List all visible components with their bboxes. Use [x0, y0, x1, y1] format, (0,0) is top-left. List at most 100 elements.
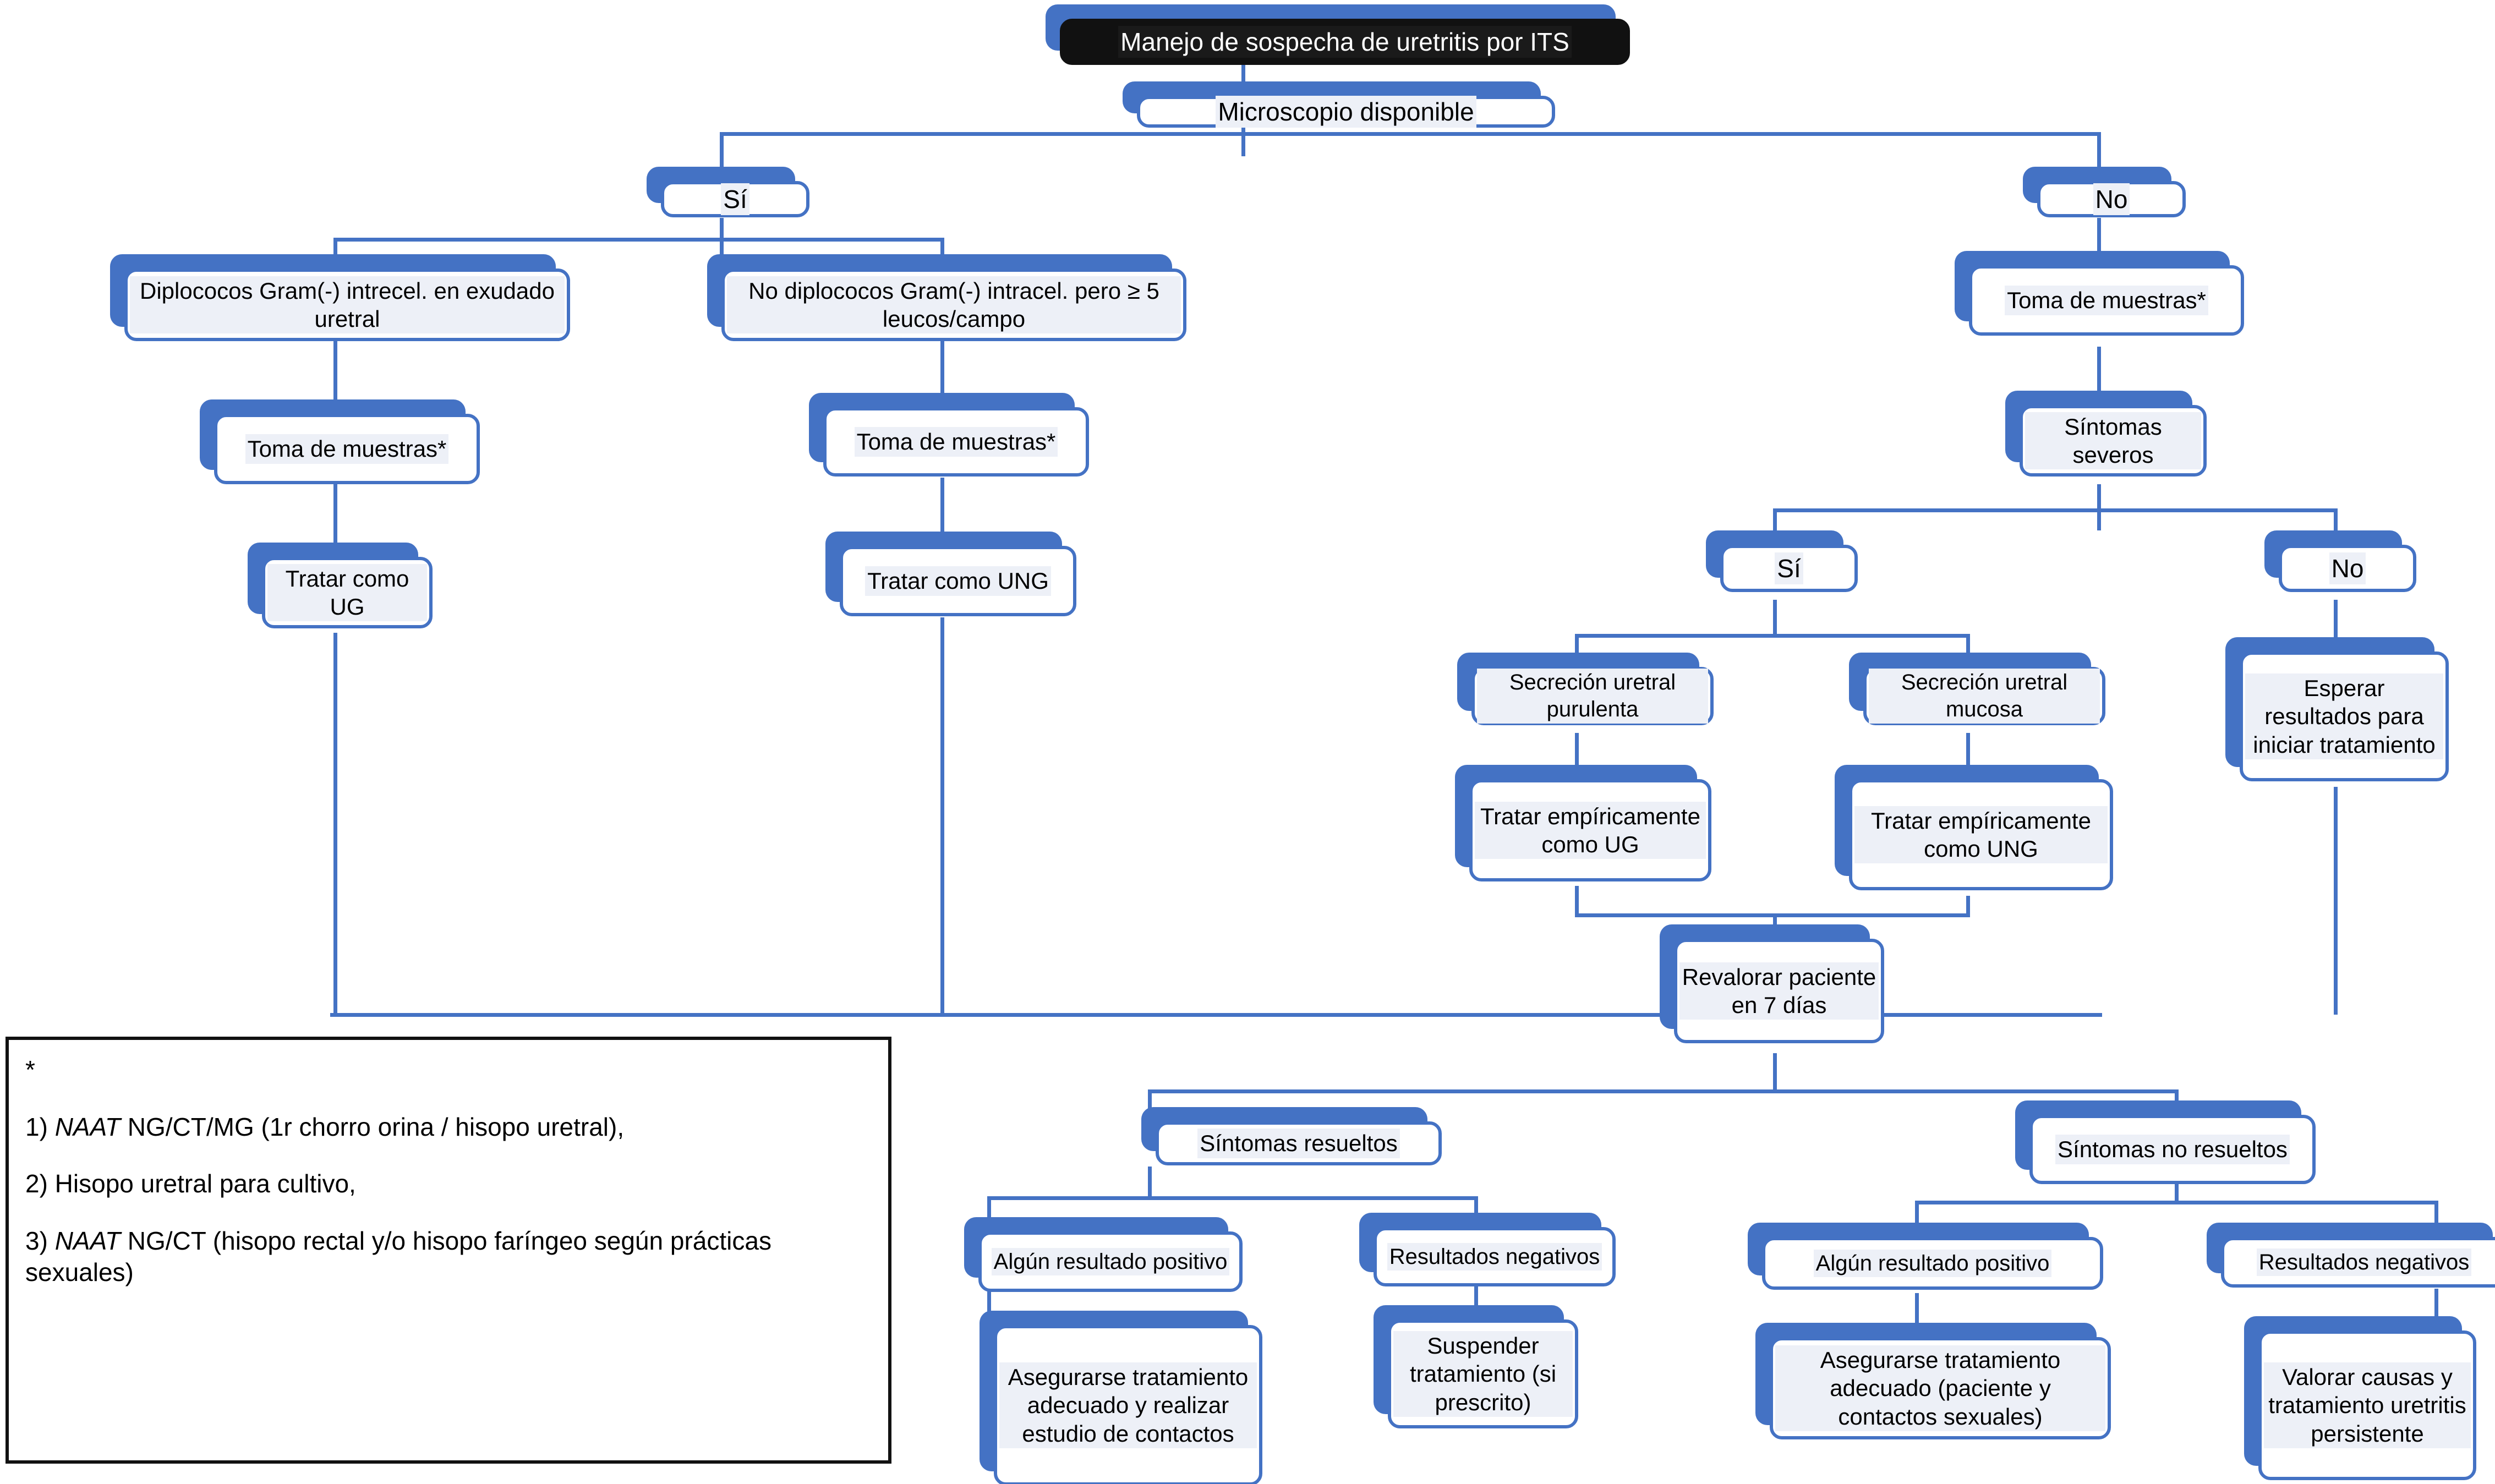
node-label: Algún resultado positivo: [1762, 1237, 2103, 1290]
node-micro-no[interactable]: No: [2023, 167, 2186, 217]
node-label: Secreción uretral mucosa: [1863, 667, 2105, 725]
node-secrecion-mucosa[interactable]: Secreción uretral mucosa: [1849, 653, 2105, 725]
node-resultados-negativos-no-resueltos[interactable]: Resultados negativos: [2207, 1223, 2495, 1288]
node-label: Asegurarse tratamiento adecuado (pacient…: [1770, 1337, 2111, 1439]
connector-mucosa-to-tratar: [1966, 733, 1970, 779]
node-toma-muestras-izquierda[interactable]: Toma de muestras*: [200, 399, 480, 484]
node-algun-resultado-positivo-no-resueltos[interactable]: Algún resultado positivo: [1748, 1223, 2103, 1290]
node-esperar-resultados[interactable]: Esperar resultados para iniciar tratamie…: [2225, 637, 2449, 781]
connector-resueltos-split-bar: [1148, 1089, 2179, 1093]
connector-resueltos-children-bar: [987, 1196, 1477, 1200]
node-diplococos-negativo[interactable]: No diplococos Gram(-) intracel. pero ≥ 5…: [707, 254, 1186, 341]
node-label: Sí: [661, 181, 809, 217]
node-label: Tratar como UG: [262, 557, 433, 628]
node-suspender-tratamiento[interactable]: Suspender tratamiento (si prescrito): [1374, 1305, 1578, 1428]
connector-secrecion-split-bar: [1575, 634, 1970, 638]
connector-diplococosneg-to-toma: [940, 341, 944, 396]
node-secrecion-purulenta[interactable]: Secreción uretral purulenta: [1457, 653, 1714, 725]
node-label: Asegurarse tratamiento adecuado y realiz…: [994, 1325, 1262, 1484]
connector-revalorar-down: [1773, 1053, 1777, 1093]
node-label: Síntomas no resueltos: [2029, 1115, 2316, 1184]
connector-no-to-toma: [2097, 218, 2101, 253]
node-sintomas-severos[interactable]: Síntomas severos: [2005, 391, 2207, 477]
node-tratar-empiricamente-ung[interactable]: Tratar empíricamente como UNG: [1835, 765, 2113, 890]
connector-tratarempung-down: [1966, 896, 1970, 917]
connector-noresueltos-down: [2175, 1172, 2179, 1203]
node-label: Revalorar paciente en 7 días: [1674, 939, 1884, 1043]
legend-item-1-prefix: 1): [25, 1112, 55, 1141]
node-label: Toma de muestras*: [823, 407, 1089, 477]
node-label: Resultados negativos: [2221, 1237, 2495, 1288]
node-label: Esperar resultados para iniciar tratamie…: [2240, 651, 2449, 781]
node-label: Valorar causas y tratamiento uretritis p…: [2258, 1330, 2476, 1480]
connector-root-to-microscopio: [1241, 51, 1245, 87]
connector-severosno-to-esperar: [2334, 600, 2338, 651]
connector-to-purulenta: [1575, 634, 1579, 668]
node-label: Resultados negativos: [1374, 1227, 1616, 1286]
node-label: Secreción uretral purulenta: [1471, 667, 1714, 725]
node-label: Tratar empíricamente como UNG: [1849, 779, 2113, 890]
legend-item-3-rest: NG/CT (hisopo rectal y/o hisopo faríngeo…: [25, 1226, 772, 1287]
node-valorar-causas-uretritis-persistente[interactable]: Valorar causas y tratamiento uretritis p…: [2244, 1316, 2476, 1480]
connector-algunpos-to-asegurarse: [987, 1289, 991, 1319]
node-label: Síntomas resueltos: [1156, 1121, 1442, 1165]
node-label: Diplococos Gram(-) intrecel. en exudado …: [124, 269, 570, 341]
legend-item-2: 2) Hisopo uretral para cultivo,: [25, 1169, 356, 1198]
node-label: Sí: [1720, 545, 1858, 592]
connector-noresneg-to-valorar: [2434, 1289, 2438, 1323]
node-root-title[interactable]: Manejo de sospecha de uretritis por ITS: [1046, 4, 1630, 65]
node-label: Suspender tratamiento (si prescrito): [1388, 1319, 1578, 1428]
node-label: No: [2279, 545, 2416, 592]
node-label: Tratar como UNG: [840, 546, 1076, 616]
node-resultados-negativos-resueltos[interactable]: Resultados negativos: [1359, 1213, 1616, 1286]
footnote-legend-box: * 1) NAAT NG/CT/MG (1r chorro orina / hi…: [6, 1037, 891, 1464]
node-toma-muestras-derecha[interactable]: Toma de muestras*: [1955, 251, 2244, 336]
legend-item-1: 1) NAAT NG/CT/MG (1r chorro orina / hiso…: [25, 1111, 872, 1143]
connector-noresalgunpos-to-asegurarse: [1915, 1293, 1919, 1327]
connector-tratarempug-down: [1575, 886, 1579, 917]
connector-to-severos-no: [2334, 508, 2338, 545]
connector-to-algun-positivo: [987, 1196, 991, 1225]
legend-item-3: 3) NAAT NG/CT (hisopo rectal y/o hisopo …: [25, 1225, 872, 1289]
node-severos-no[interactable]: No: [2264, 530, 2416, 592]
connector-to-no: [2097, 132, 2101, 168]
connector-sintomasseveros-down: [2097, 484, 2101, 530]
connector-microscopio-split-bar: [720, 132, 2101, 136]
node-sintomas-no-resueltos[interactable]: Síntomas no resueltos: [2015, 1100, 2316, 1184]
node-asegurarse-estudio-contactos[interactable]: Asegurarse tratamiento adecuado y realiz…: [980, 1311, 1262, 1484]
connector-purulenta-to-tratar: [1575, 733, 1579, 779]
connector-resueltos-down: [1148, 1167, 1152, 1200]
legend-marker: *: [25, 1055, 35, 1084]
node-tratar-como-ug[interactable]: Tratar como UG: [248, 543, 433, 628]
connector-bottom-join-bar: [330, 1013, 2102, 1017]
node-label: Toma de muestras*: [1969, 265, 2244, 336]
node-asegurarse-paciente-contactos[interactable]: Asegurarse tratamiento adecuado (pacient…: [1755, 1323, 2111, 1439]
connector-tratarung-down: [940, 617, 944, 1017]
node-label: No diplococos Gram(-) intracel. pero ≥ 5…: [721, 269, 1186, 341]
node-revalorar-paciente[interactable]: Revalorar paciente en 7 días: [1660, 924, 1884, 1043]
node-diplococos-positivo[interactable]: Diplococos Gram(-) intrecel. en exudado …: [110, 254, 570, 341]
node-algun-resultado-positivo-resueltos[interactable]: Algún resultado positivo: [964, 1217, 1243, 1292]
connector-severos-split-bar: [1773, 508, 2338, 512]
node-label: Toma de muestras*: [214, 414, 480, 484]
connector-to-si: [720, 132, 724, 168]
node-microscopio-disponible[interactable]: Microscopio disponible: [1123, 81, 1555, 128]
connector-toma-to-tratarung: [940, 478, 944, 535]
connector-si-split-bar: [333, 238, 944, 242]
node-tratar-como-ung[interactable]: Tratar como UNG: [825, 532, 1076, 616]
legend-item-3-italic: NAAT: [54, 1226, 121, 1255]
node-label: Manejo de sospecha de uretritis por ITS: [1060, 19, 1630, 65]
node-toma-muestras-centro[interactable]: Toma de muestras*: [809, 393, 1089, 477]
connector-resneg-to-suspender: [1474, 1282, 1478, 1316]
node-sintomas-resueltos[interactable]: Síntomas resueltos: [1141, 1107, 1442, 1165]
connector-diplococospos-to-toma: [333, 341, 337, 402]
node-label: Algún resultado positivo: [978, 1231, 1243, 1292]
connector-tratarug-down: [333, 633, 337, 1017]
node-severos-si[interactable]: Sí: [1706, 530, 1858, 592]
legend-item-3-prefix: 3): [25, 1226, 55, 1255]
legend-item-1-rest: NG/CT/MG (1r chorro orina / hisopo uretr…: [120, 1112, 625, 1141]
connector-toma-to-tratarug: [333, 484, 337, 545]
node-tratar-empiricamente-ug[interactable]: Tratar empíricamente como UG: [1455, 765, 1711, 881]
node-micro-si[interactable]: Sí: [647, 167, 809, 217]
